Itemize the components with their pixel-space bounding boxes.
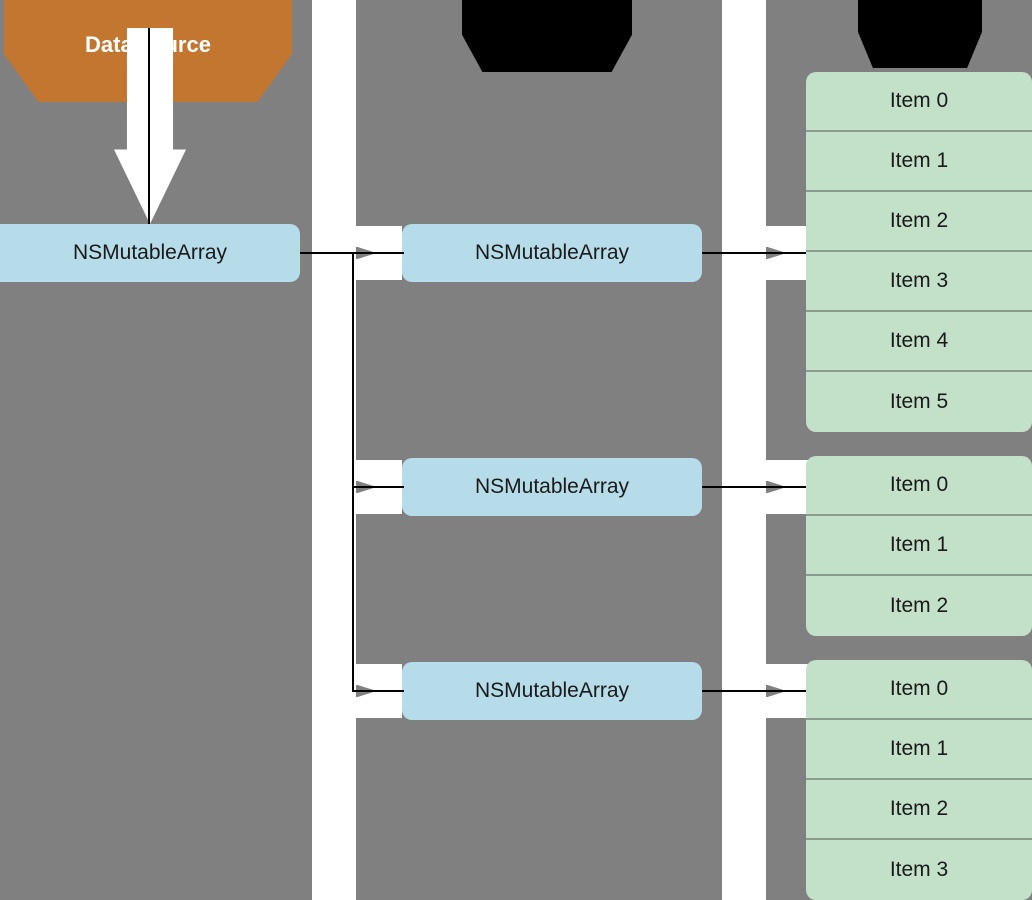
item-group-section-0: Item 0 Item 1 Item 2 Item 3 Item 4 Item … xyxy=(806,72,1032,432)
item-cell[interactable]: Item 1 xyxy=(806,132,1032,192)
array-box-section-2[interactable]: NSMutableArray xyxy=(402,662,702,720)
array-box-section-0[interactable]: NSMutableArray xyxy=(402,224,702,282)
item-cell[interactable]: Item 3 xyxy=(806,252,1032,312)
link-line-section-0-to-items-0 xyxy=(702,252,812,254)
link-line-section-1-to-items-1 xyxy=(702,486,812,488)
array-box-root[interactable]: NSMutableArray xyxy=(0,224,300,282)
connector-band-items xyxy=(722,0,766,900)
array-box-root-label: NSMutableArray xyxy=(72,241,228,264)
tree-line-branch-section-1 xyxy=(352,486,404,488)
item-cell[interactable]: Item 1 xyxy=(806,720,1032,780)
item-group-section-2: Item 0 Item 1 Item 2 Item 3 xyxy=(806,660,1032,900)
array-box-section-2-label: NSMutableArray xyxy=(474,679,630,702)
item-cell[interactable]: Item 0 xyxy=(806,72,1032,132)
item-cell[interactable]: Item 2 xyxy=(806,780,1032,840)
item-cell[interactable]: Item 4 xyxy=(806,312,1032,372)
item-cell[interactable]: Item 1 xyxy=(806,516,1032,576)
tree-trunk-line xyxy=(352,252,354,690)
item-cell[interactable]: Item 2 xyxy=(806,192,1032,252)
item-cell[interactable]: Item 0 xyxy=(806,456,1032,516)
item-group-section-1: Item 0 Item 1 Item 2 xyxy=(806,456,1032,636)
tree-line-branch-section-2 xyxy=(352,690,404,692)
item-cell[interactable]: Item 0 xyxy=(806,660,1032,720)
header-items-label: Items xyxy=(891,12,949,37)
connector-band-sections xyxy=(312,0,356,900)
item-cell[interactable]: Item 5 xyxy=(889,390,949,413)
item-cell[interactable]: Item 2 xyxy=(889,594,949,617)
array-box-section-1[interactable]: NSMutableArray xyxy=(402,458,702,516)
header-sections: Sections xyxy=(462,0,632,72)
header-items: Items xyxy=(858,0,982,68)
column-background-sections xyxy=(378,0,722,900)
down-arrow-center-line xyxy=(148,28,150,224)
link-line-section-2-to-items-2 xyxy=(702,690,812,692)
array-box-section-1-label: NSMutableArray xyxy=(474,475,630,498)
array-box-section-0-label: NSMutableArray xyxy=(474,241,630,264)
item-cell[interactable]: Item 3 xyxy=(889,858,949,881)
header-sections-label: Sections xyxy=(501,15,593,40)
